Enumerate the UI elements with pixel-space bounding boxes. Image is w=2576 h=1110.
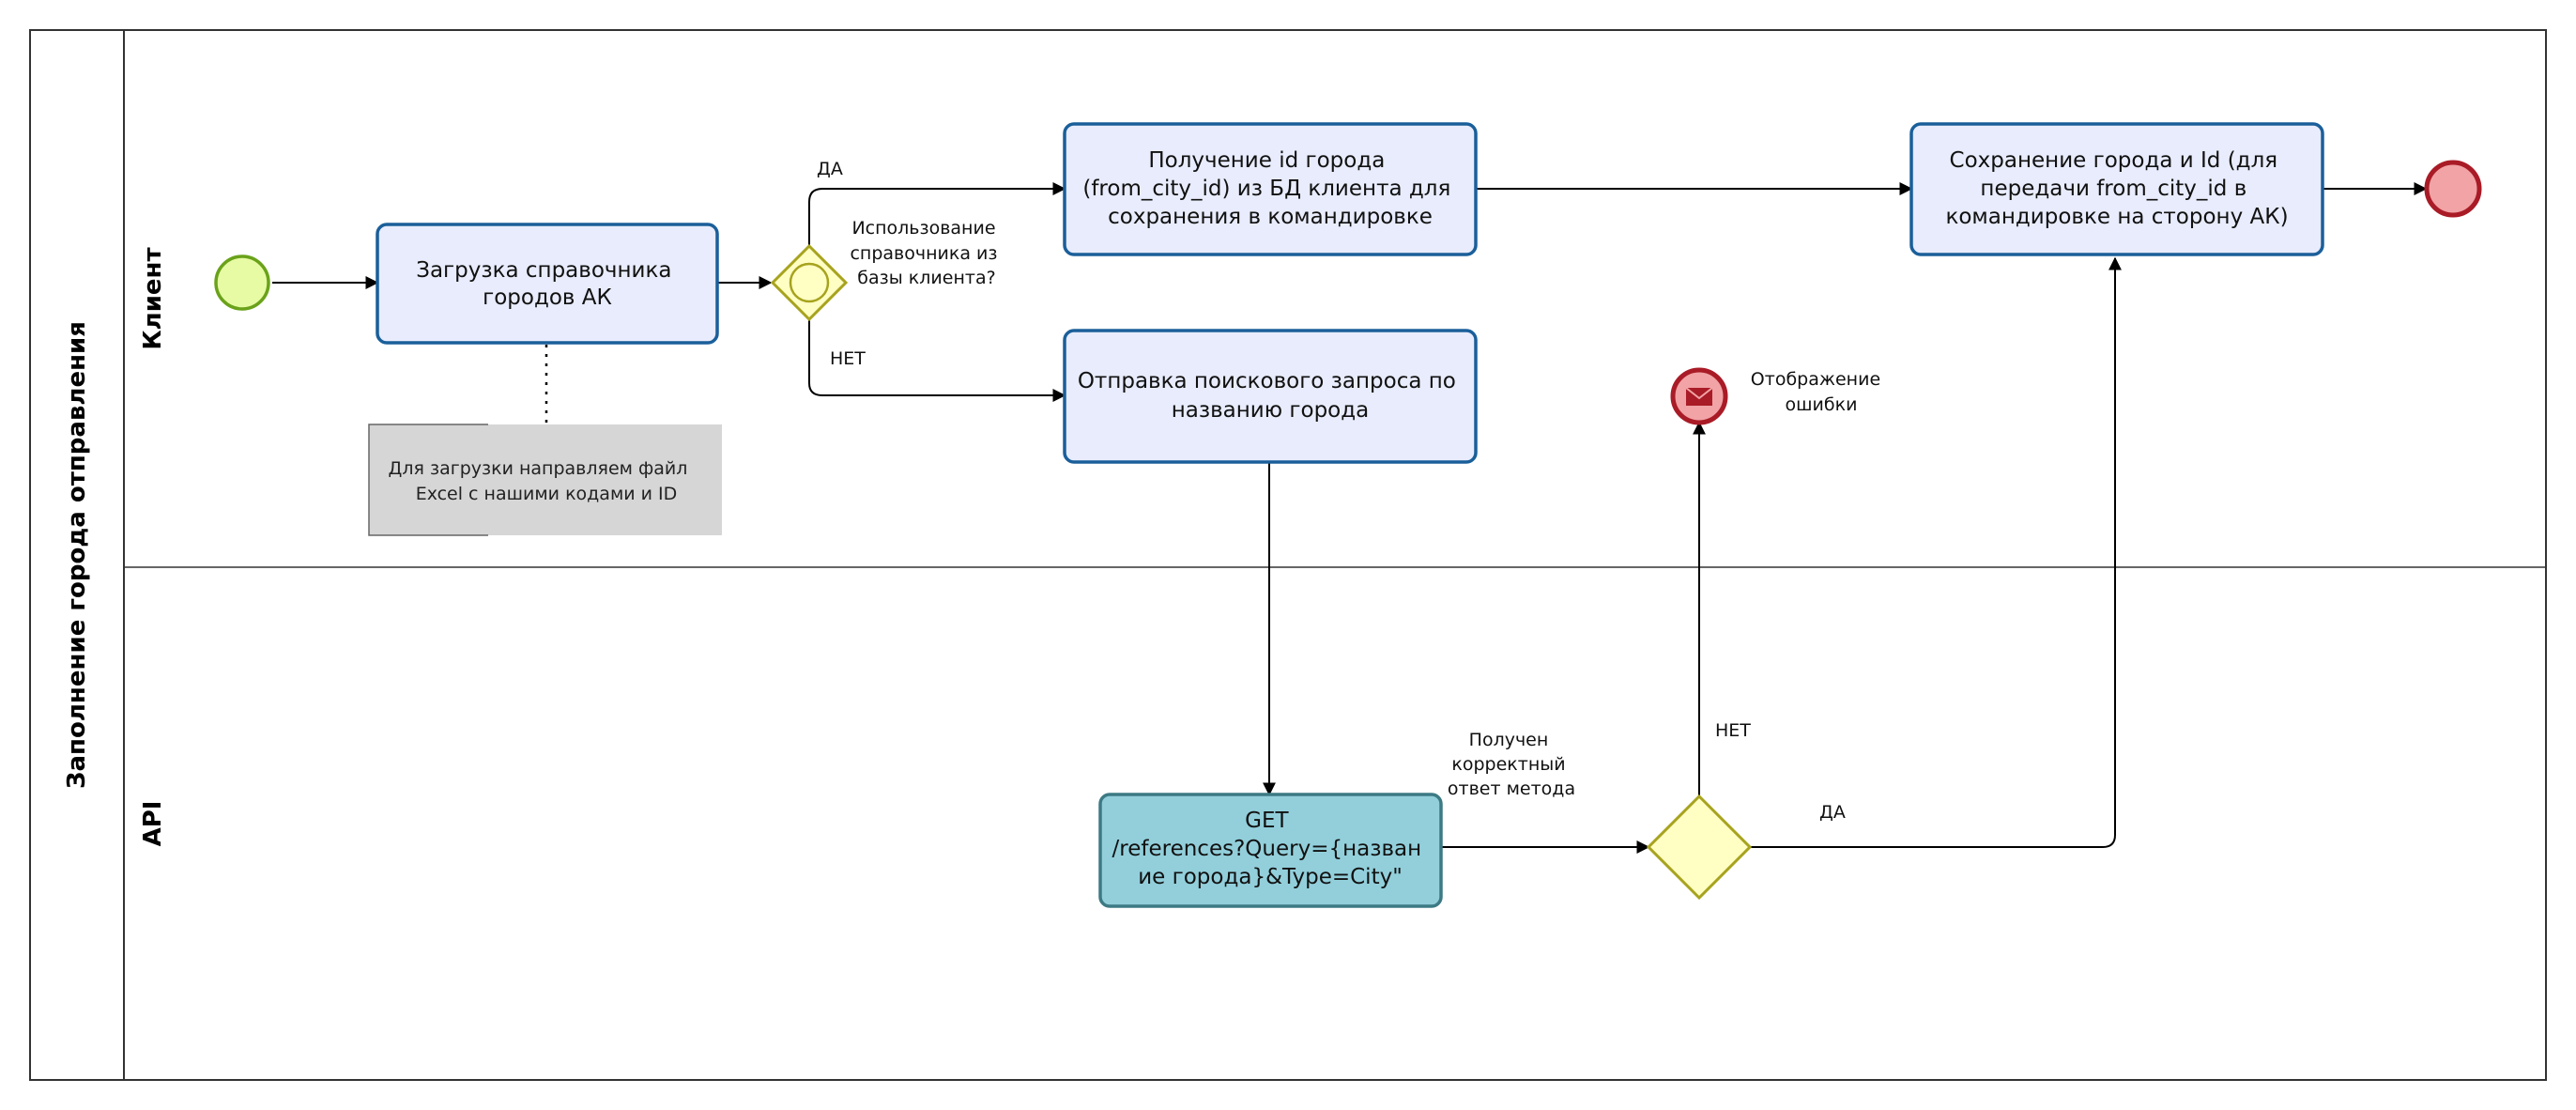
error-event-label: Отображение ошибки (1751, 369, 1886, 415)
annotation-line-2: Excel с нашими кодами и ID (416, 484, 678, 504)
flow-gateway-no (808, 319, 1066, 402)
task-search-line-2: названию города (1172, 398, 1370, 423)
svg-text:Для загрузки направляем файл: Для загрузки направляем файл Excel с наш… (389, 458, 694, 504)
api-task-line-1: GET (1245, 809, 1289, 833)
start-event[interactable] (214, 254, 270, 311)
task-search-line-1: Отправка поискового запроса по (1078, 369, 1456, 393)
text-annotation: Для загрузки направляем файл Excel с наш… (368, 424, 722, 536)
task-get-city-id[interactable]: Получение id города (from_city_id) из БД… (1063, 122, 1478, 256)
api-task-line-3: ие города}&Type=City" (1138, 865, 1403, 889)
flow-gateway-yes (808, 182, 1066, 246)
task-api-get-references[interactable]: GET /references?Query={назван ие города}… (1098, 793, 1443, 908)
task-load-directory[interactable]: Загрузка справочника городов АК (376, 223, 719, 345)
task-load-line-1: Загрузка справочника (416, 258, 671, 283)
gateway-use-client-directory[interactable] (770, 243, 849, 322)
task-save-city[interactable]: Сохранение города и Id (для передачи fro… (1909, 122, 2324, 256)
api-task-line-2: /references?Query={назван (1112, 837, 1422, 861)
end-event[interactable] (2424, 160, 2482, 218)
svg-text:Отправка поискового запроса по: Отправка поискового запроса по названию … (1078, 369, 1463, 423)
task-save-line-1: Сохранение города и Id (для (1950, 148, 2278, 173)
annotation-line-1: Для загрузки направляем файл (389, 458, 688, 479)
task-getid-line-3: сохранения в командировке (1108, 205, 1433, 229)
svg-text:Загрузка справочника гор: Загрузка справочника городов АК (416, 258, 679, 310)
flow-label-no-top: НЕТ (830, 348, 866, 369)
error-end-event[interactable] (1670, 367, 1728, 425)
task-save-line-2: передачи from_city_id в (1980, 177, 2246, 201)
task-getid-line-2: (from_city_id) из БД клиента для (1082, 177, 1450, 201)
pool-title: Заполнение города отправления (63, 321, 91, 789)
svg-text:Сохранение города и Id (для: Сохранение города и Id (для передачи fro… (1945, 148, 2288, 229)
task-load-line-2: городов АК (483, 285, 612, 310)
task-search-request[interactable]: Отправка поискового запроса по названию … (1063, 329, 1478, 464)
flow-gateway2-yes (1750, 256, 2122, 848)
task-getid-line-1: Получение id города (1148, 148, 1385, 173)
lane-title-api: API (139, 801, 167, 847)
flow-label-no-api: НЕТ (1715, 720, 1751, 741)
sequence-flows (272, 182, 2428, 854)
svg-text:GET /references?Query={н: GET /references?Query={назван ие города}… (1112, 809, 1429, 889)
svg-text:Получение id города (fro: Получение id города (from_city_id) из БД… (1082, 148, 1457, 229)
task-save-line-3: командировке на сторону АК) (1945, 205, 2288, 229)
gateway2-question: Получен корректный ответ метода (1448, 730, 1575, 799)
flow-label-yes-top: ДА (817, 159, 843, 179)
lane-title-client: Клиент (139, 247, 167, 349)
flow-label-yes-api: ДА (1819, 802, 1846, 823)
gateway1-question: Использование справочника из базы клиент… (850, 218, 1003, 288)
gateway-response-check[interactable] (1646, 794, 1753, 901)
